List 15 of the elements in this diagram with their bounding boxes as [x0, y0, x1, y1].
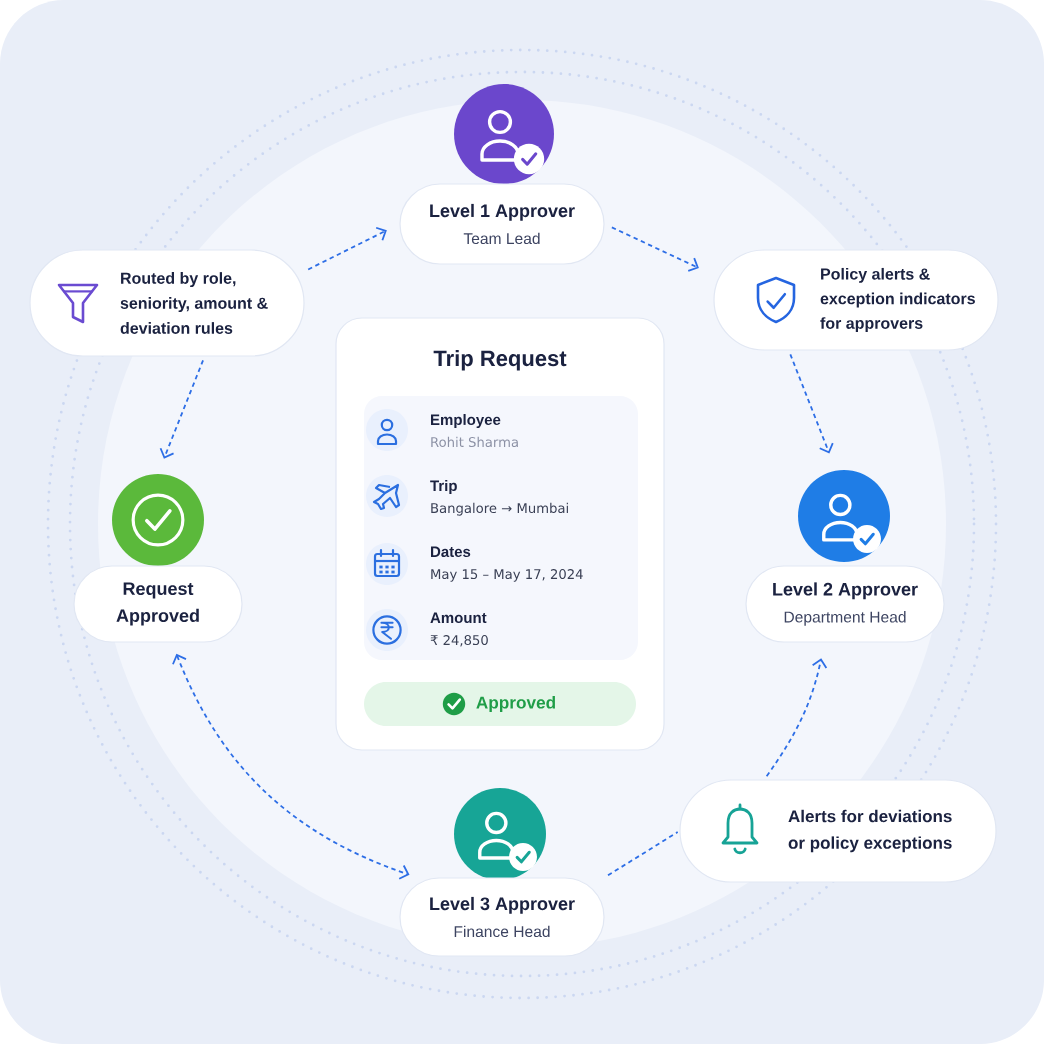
double-arrow — [172, 653, 410, 880]
arrow — [610, 226, 699, 272]
status-badge: Approved — [364, 682, 636, 726]
connector-line — [607, 831, 679, 877]
label-pill: Request Approved — [73, 565, 243, 643]
arrow — [789, 353, 834, 454]
arrow — [307, 226, 387, 271]
info-pill: Policy alerts & exception indicators for approvers — [713, 249, 999, 351]
avatar-circle — [112, 474, 204, 566]
avatar-circle — [454, 84, 554, 184]
info-pill: Alerts for deviations or policy exceptions — [679, 779, 997, 883]
arrow — [765, 658, 828, 778]
arrow — [159, 359, 204, 459]
avatar-circle — [798, 470, 890, 562]
info-pill: Routed by role, seniority, amount & deviation rules — [29, 249, 305, 357]
